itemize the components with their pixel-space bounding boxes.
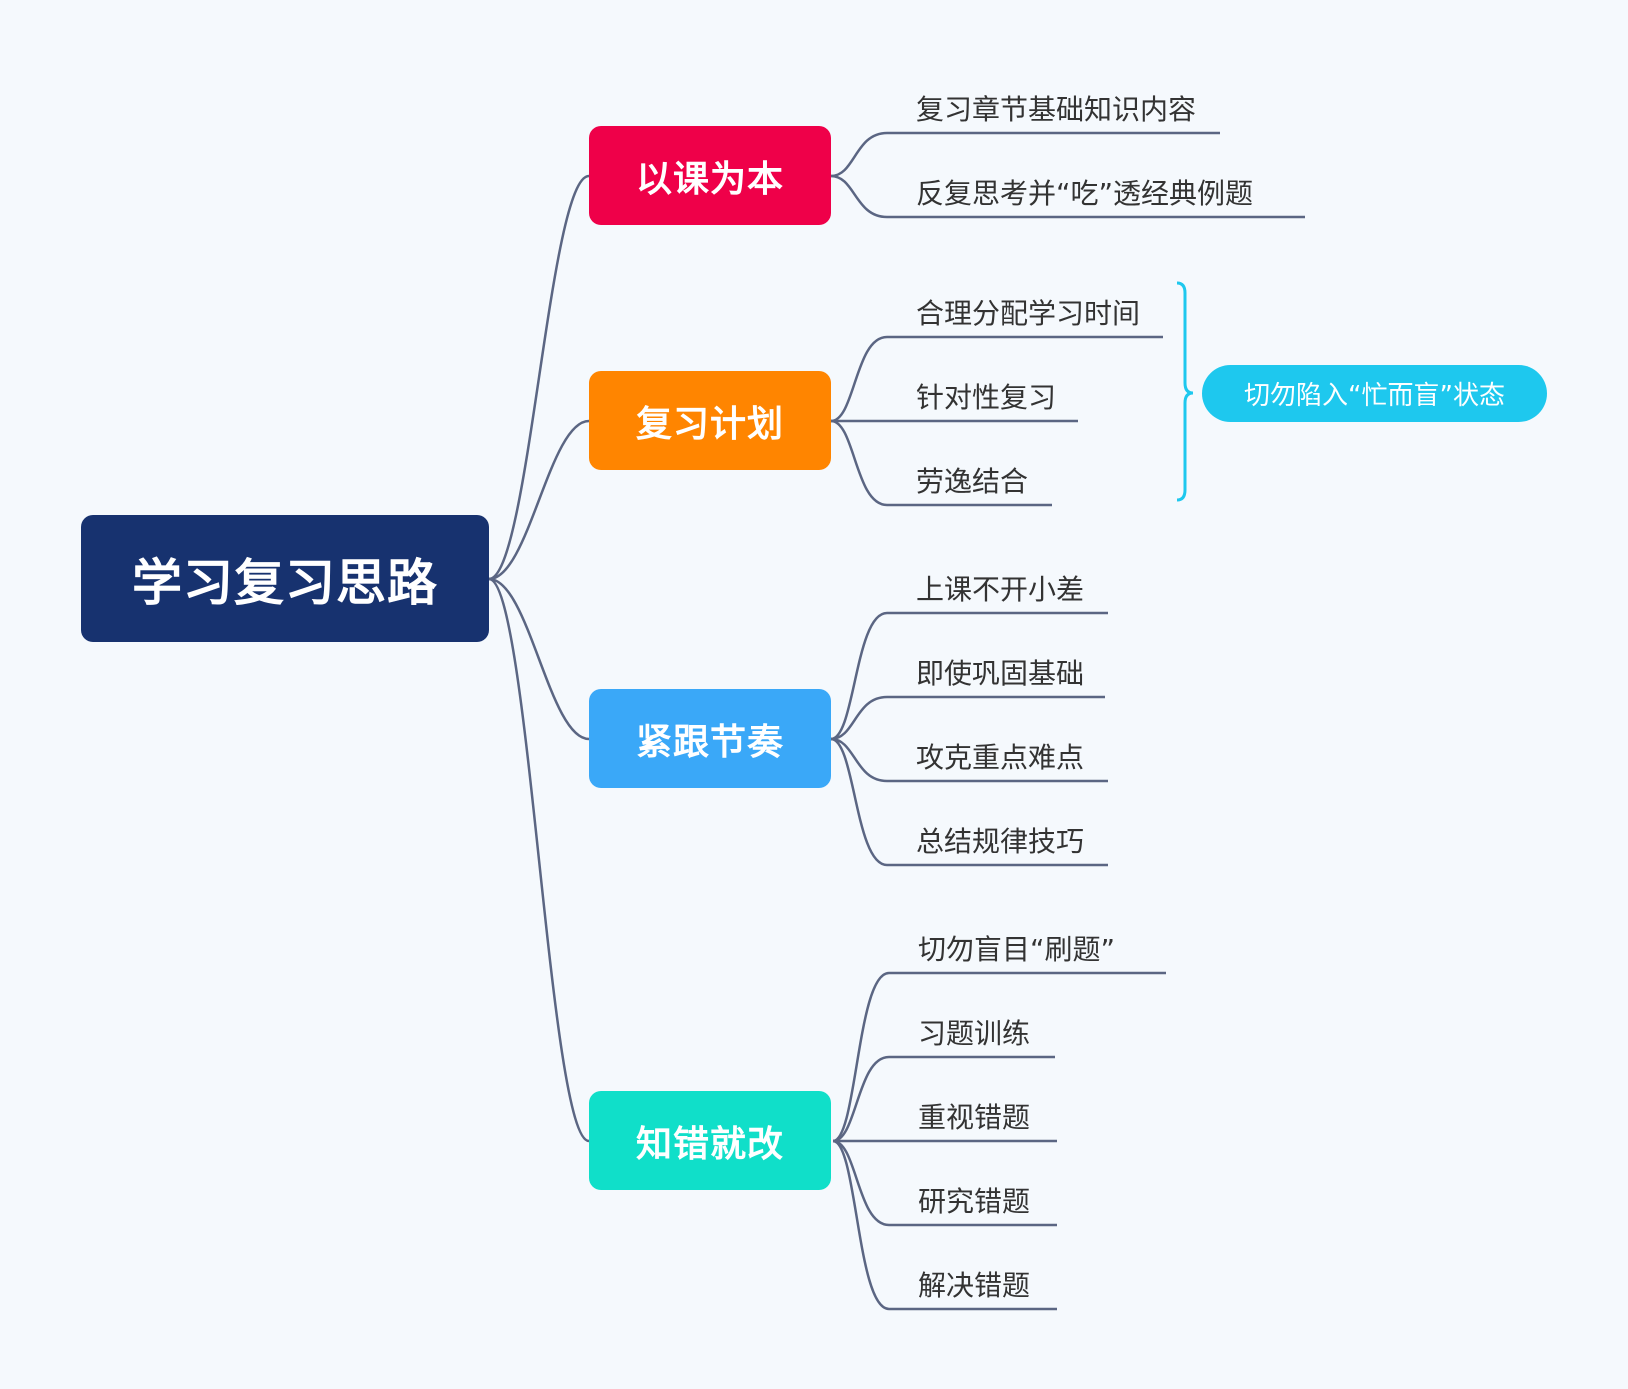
branch-leaf-connector (832, 1055, 1055, 1143)
branch-leaf-connector (830, 737, 1108, 783)
branch-leaf-connector (830, 335, 1163, 423)
subtopic[interactable]: 劳逸结合 (916, 465, 1029, 498)
branch-leaf-connector (830, 131, 1220, 178)
subtopic[interactable]: 即使巩固基础 (916, 657, 1085, 690)
root-branch-connector (488, 577, 590, 1143)
branch-topic-4[interactable]: 知错就改 (589, 1091, 831, 1190)
subtopic[interactable]: 反复思考并“吃”透经典例题 (916, 177, 1254, 210)
branch-leaf-connector (830, 419, 1052, 507)
root-branch-connector (488, 174, 590, 581)
branch-leaf-connector (830, 174, 1305, 219)
subtopic[interactable]: 总结规律技巧 (916, 825, 1085, 858)
branch-leaf-connector (832, 1139, 1057, 1227)
subtopic[interactable]: 针对性复习 (916, 381, 1057, 414)
subtopic[interactable]: 上课不开小差 (916, 573, 1085, 606)
root-branch-connector (488, 419, 590, 581)
branch-leaf-connector (832, 971, 1166, 1143)
subtopic[interactable]: 切勿盲目“刷题” (918, 933, 1116, 966)
root-branch-connector (488, 577, 590, 741)
summary-bracket (1176, 281, 1194, 502)
branch-leaf-connector (832, 1139, 1057, 1311)
summary-topic[interactable]: 切勿陷入“忙而盲”状态 (1202, 365, 1547, 422)
root-topic[interactable]: 学习复习思路 (81, 515, 489, 642)
subtopic[interactable]: 重视错题 (918, 1101, 1031, 1134)
subtopic[interactable]: 研究错题 (918, 1185, 1031, 1218)
subtopic[interactable]: 攻克重点难点 (916, 741, 1085, 774)
subtopic[interactable]: 习题训练 (918, 1017, 1031, 1050)
branch-topic-2[interactable]: 复习计划 (589, 371, 831, 470)
branch-topic-1[interactable]: 以课为本 (589, 126, 831, 225)
branch-topic-3[interactable]: 紧跟节奏 (589, 689, 831, 788)
branch-leaf-connector (830, 737, 1108, 867)
subtopic[interactable]: 复习章节基础知识内容 (916, 93, 1197, 126)
subtopic[interactable]: 合理分配学习时间 (916, 297, 1141, 330)
subtopic[interactable]: 解决错题 (918, 1269, 1031, 1302)
branch-leaf-connector (830, 611, 1108, 741)
branch-leaf-connector (830, 695, 1105, 741)
